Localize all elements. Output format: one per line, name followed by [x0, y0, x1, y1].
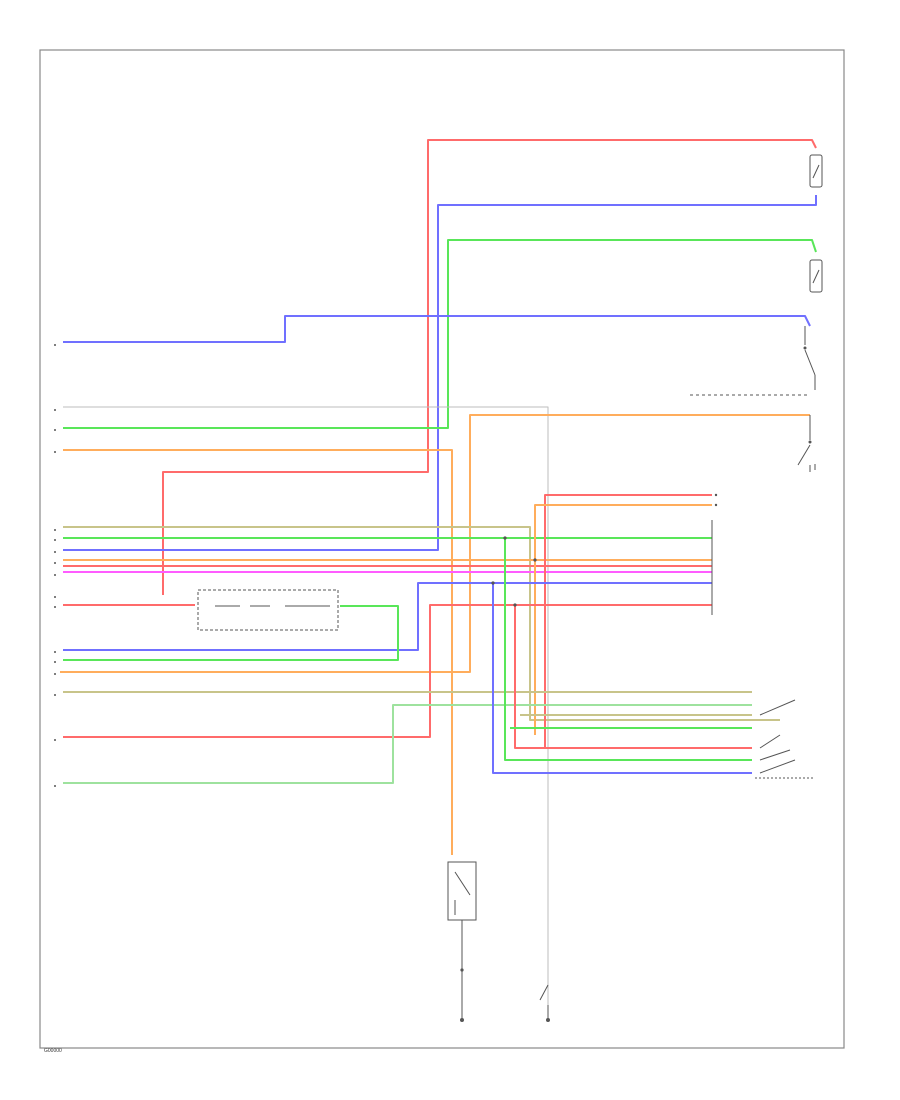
pin-marker: [54, 539, 56, 541]
wire-blue-lower: [63, 582, 712, 651]
pin-marker: [54, 529, 56, 531]
pin-marker: [54, 606, 56, 608]
pressure-switch-pivot: [808, 440, 812, 444]
switch-1-contact-icon: [804, 326, 816, 390]
connector-pins: [54, 344, 56, 787]
pin-marker: [54, 551, 56, 553]
ground-icon: [460, 1018, 464, 1022]
wires: [60, 139, 817, 1018]
bottom-relay-box: [447, 861, 477, 921]
junction: [503, 536, 507, 540]
fuel-cut-relay-box: [197, 589, 339, 631]
bottom-switch-contact-icon: [539, 984, 549, 1018]
terminal: [714, 493, 718, 497]
terminal: [714, 503, 718, 507]
bottom-switch: [460, 984, 550, 1022]
park-neutral-switch-contacts-icon: [759, 699, 796, 774]
wire-red-top: [162, 139, 817, 595]
sensor-2-resistor-icon: [812, 269, 820, 284]
wire-green-neutral: [504, 538, 752, 761]
ground-icon: [546, 1018, 550, 1022]
switch-1: [690, 326, 816, 396]
wire-red-neutral: [514, 605, 752, 749]
pin-marker: [54, 562, 56, 564]
wire-orange-pin4: [63, 449, 453, 855]
footer-label: G00000: [44, 1048, 62, 1054]
wire-red-lower-2: [63, 604, 712, 738]
bottom-relay: [447, 861, 477, 1018]
junction: [533, 558, 537, 562]
pin-marker: [54, 429, 56, 431]
diagram-frame: [39, 49, 845, 1049]
wire-green-lower: [63, 605, 399, 661]
pin-marker: [54, 673, 56, 675]
junctions: [460, 536, 537, 972]
wire-blue-top: [63, 195, 817, 551]
wire-orange-switch-lower: [534, 504, 712, 735]
wire-orange-switch: [60, 414, 810, 673]
wire-ltgreen: [63, 704, 752, 784]
sensor-1-resistor-icon: [812, 164, 820, 179]
park-neutral-switch: [755, 699, 815, 779]
wire-blue-pin1: [63, 315, 811, 343]
pressure-switch: [797, 415, 816, 472]
sensor-2-body: [809, 259, 823, 293]
switch-1-pivot: [803, 346, 807, 350]
fuel-cut-relay: [197, 589, 339, 631]
pin-marker: [54, 344, 56, 346]
pin-marker: [54, 661, 56, 663]
pin-marker: [54, 739, 56, 741]
pin-marker: [54, 596, 56, 598]
sensor-1-body: [809, 154, 823, 188]
sensor-1: [809, 154, 823, 188]
junction: [491, 581, 495, 585]
sensor-2: [809, 259, 823, 293]
pin-marker: [54, 451, 56, 453]
pin-marker: [54, 409, 56, 411]
wire-grey-pin2: [63, 406, 549, 1018]
bottom-relay-contact-icon: [454, 871, 471, 915]
wire-green-top: [63, 239, 817, 429]
pin-marker: [54, 694, 56, 696]
transmission-connector: [711, 493, 718, 615]
pin-marker: [54, 651, 56, 653]
wire-red-trans-upper: [544, 494, 712, 748]
pin-marker: [54, 574, 56, 576]
junction: [513, 603, 517, 607]
wire-blue-neutral: [492, 583, 752, 774]
pin-marker: [54, 785, 56, 787]
pressure-switch-contact-icon: [797, 415, 811, 472]
wire-olive-bus: [63, 526, 780, 721]
